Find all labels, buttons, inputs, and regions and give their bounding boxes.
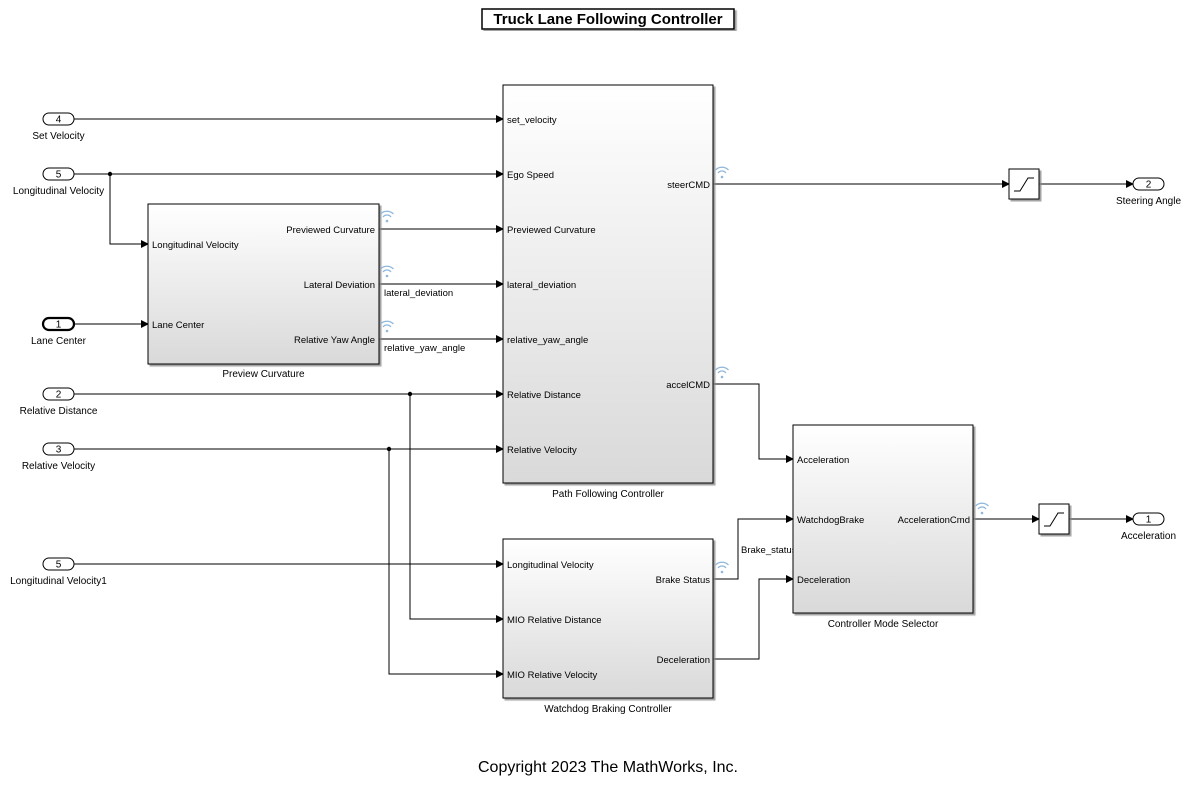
inport-longitudinal-velocity1[interactable]: 5 Longitudinal Velocity1 — [10, 557, 107, 587]
port-label: Previewed Curvature — [507, 225, 596, 236]
port-label: relative_yaw_angle — [507, 335, 588, 346]
signal-logging-icon — [380, 320, 394, 333]
port-label: accelCMD — [666, 380, 710, 391]
block-name: Controller Mode Selector — [828, 619, 939, 630]
signal-label-brake-status: Brake_status — [741, 545, 797, 556]
signal-logging-icon — [380, 210, 394, 223]
outport-label: Steering Angle — [1116, 196, 1181, 207]
inport-relative-velocity[interactable]: 3 Relative Velocity — [22, 442, 95, 472]
svg-text:5: 5 — [56, 170, 62, 181]
path-following-controller-block[interactable]: set_velocity Ego Speed Previewed Curvatu… — [502, 84, 714, 500]
port-label: set_velocity — [507, 115, 557, 126]
svg-text:5: 5 — [56, 560, 62, 571]
svg-text:Truck Lane Following Controlle: Truck Lane Following Controller — [493, 11, 722, 28]
port-label: Ego Speed — [507, 170, 554, 181]
svg-text:4: 4 — [56, 115, 62, 126]
signal-label-relative-yaw-angle: relative_yaw_angle — [384, 343, 465, 354]
outport-label: Acceleration — [1121, 531, 1176, 542]
inport-relative-distance[interactable]: 2 Relative Distance — [20, 387, 98, 417]
signal-logging-icon — [715, 561, 729, 574]
saturation-block-steer[interactable] — [1008, 168, 1040, 200]
port-label: Brake Status — [656, 575, 711, 586]
port-label: Relative Yaw Angle — [294, 335, 375, 346]
port-label: lateral_deviation — [507, 280, 576, 291]
signal-logging-icon — [715, 166, 729, 179]
block-name: Path Following Controller — [552, 489, 664, 500]
port-label: Lateral Deviation — [304, 280, 375, 291]
signal-logging-icon — [715, 366, 729, 379]
svg-text:1: 1 — [56, 320, 62, 331]
signal-logging-icon — [380, 265, 394, 278]
inport-label: Lane Center — [31, 336, 87, 347]
outport-acceleration[interactable]: 1 Acceleration — [1121, 512, 1176, 542]
port-label: Relative Distance — [507, 390, 581, 401]
diagram-title: Truck Lane Following Controller — [481, 8, 735, 30]
inport-label: Longitudinal Velocity1 — [10, 576, 107, 587]
signal-lines — [74, 115, 1134, 678]
saturation-block-accel[interactable] — [1038, 503, 1070, 535]
signal-logging-icons — [380, 166, 989, 574]
preview-curvature-block[interactable]: Longitudinal Velocity Lane Center Previe… — [147, 203, 380, 380]
copyright-text: Copyright 2023 The MathWorks, Inc. — [478, 759, 738, 776]
block-name: Watchdog Braking Controller — [544, 704, 672, 715]
controller-mode-selector-block[interactable]: Acceleration WatchdogBrake Deceleration … — [792, 424, 974, 630]
port-label: MIO Relative Distance — [507, 615, 602, 626]
svg-text:3: 3 — [56, 445, 62, 456]
port-label: MIO Relative Velocity — [507, 670, 598, 681]
inport-longitudinal-velocity[interactable]: 5 Longitudinal Velocity — [13, 167, 104, 197]
port-label: Lane Center — [152, 320, 204, 331]
signal-logging-icon — [975, 502, 989, 515]
signal-label-lateral-deviation: lateral_deviation — [384, 288, 453, 299]
port-label: Longitudinal Velocity — [152, 240, 239, 251]
inport-label: Relative Velocity — [22, 461, 95, 472]
port-label: Previewed Curvature — [286, 225, 375, 236]
saturation-icon — [1014, 177, 1034, 192]
port-label: Relative Velocity — [507, 445, 577, 456]
inport-label: Longitudinal Velocity — [13, 186, 104, 197]
port-label: Deceleration — [657, 655, 710, 666]
outport-steering-angle[interactable]: 2 Steering Angle — [1116, 177, 1181, 207]
inport-label: Set Velocity — [32, 131, 84, 142]
port-label: Longitudinal Velocity — [507, 560, 594, 571]
watchdog-braking-controller-block[interactable]: Longitudinal Velocity MIO Relative Dista… — [502, 538, 714, 715]
svg-text:2: 2 — [1146, 180, 1152, 191]
port-label: steerCMD — [667, 180, 710, 191]
svg-text:1: 1 — [1146, 515, 1152, 526]
inport-lane-center[interactable]: 1 Lane Center — [31, 316, 87, 347]
port-label: AccelerationCmd — [898, 515, 970, 526]
inport-set-velocity[interactable]: 4 Set Velocity — [32, 112, 85, 142]
port-label: Deceleration — [797, 575, 850, 586]
port-label: WatchdogBrake — [797, 515, 864, 526]
port-label: Acceleration — [797, 455, 849, 466]
block-name: Preview Curvature — [222, 369, 305, 380]
saturation-icon — [1044, 512, 1064, 527]
inport-label: Relative Distance — [20, 406, 98, 417]
svg-text:2: 2 — [56, 390, 62, 401]
